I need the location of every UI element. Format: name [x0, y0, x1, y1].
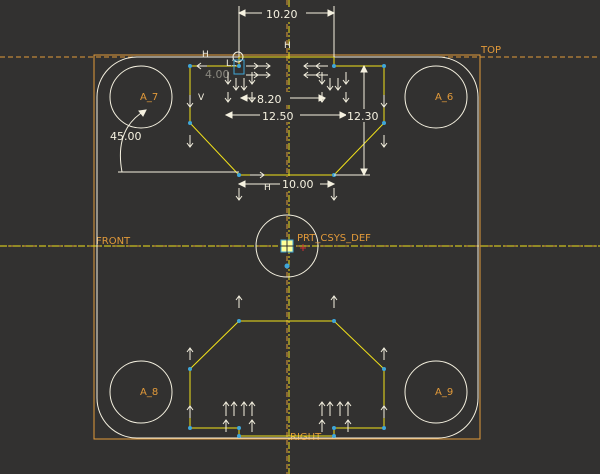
dimension-lower-width[interactable]: 12.50	[262, 110, 294, 123]
dimension-labels: 10.20 8.20 12.50 12.30 10.00 45.00 4.00	[110, 7, 382, 191]
vertex[interactable]	[188, 64, 192, 68]
constraint-symbols: H H L1 V H	[198, 41, 291, 193]
vertex[interactable]	[382, 367, 386, 371]
csys-origin-point[interactable]	[284, 263, 290, 269]
dimension-inner-width[interactable]: 8.20	[257, 93, 282, 106]
vertex[interactable]	[332, 319, 336, 323]
csys-label[interactable]: PRT_CSYS_DEF	[297, 233, 371, 244]
csys-y-indicator-icon	[300, 244, 306, 251]
hole-a6[interactable]	[404, 65, 468, 129]
vertex[interactable]	[237, 64, 241, 68]
hole-a8[interactable]	[109, 360, 173, 424]
hole-label-a6[interactable]: A_6	[435, 92, 453, 103]
csys: PRT_CSYS_DEF	[278, 233, 371, 269]
hole-a9[interactable]	[404, 360, 468, 424]
dimension-bottom-width[interactable]: 10.00	[282, 178, 314, 191]
vertex[interactable]	[237, 173, 241, 177]
hole-a7[interactable]	[109, 65, 173, 129]
holes: A_7 A_6 A_8 A_9	[109, 65, 468, 424]
hole-label-a9[interactable]: A_9	[435, 387, 453, 398]
dimension-angle[interactable]: 45.00	[110, 130, 142, 143]
center-circle[interactable]	[255, 214, 319, 278]
constraint-h-center[interactable]: H	[284, 41, 291, 51]
hole-label-a8[interactable]: A_8	[140, 387, 158, 398]
vertex[interactable]	[188, 121, 192, 125]
vertex[interactable]	[382, 426, 386, 430]
datum-label-top[interactable]: TOP	[480, 45, 501, 56]
vertex[interactable]	[332, 426, 336, 430]
vertex[interactable]	[332, 64, 336, 68]
vertex[interactable]	[188, 367, 192, 371]
hole-label-a7[interactable]: A_7	[140, 92, 158, 103]
vertex[interactable]	[237, 319, 241, 323]
constraint-marker-icon[interactable]	[233, 59, 245, 75]
constraint-l1[interactable]: L1	[226, 59, 237, 69]
vertex[interactable]	[382, 121, 386, 125]
constraint-h-top[interactable]: H	[202, 50, 209, 60]
constraint-point-icon[interactable]	[232, 51, 244, 63]
vertex[interactable]	[382, 64, 386, 68]
vertex[interactable]	[332, 434, 336, 438]
dimension-top-width[interactable]: 10.20	[266, 8, 298, 21]
constraint-arrows	[186, 62, 388, 432]
vertex[interactable]	[237, 434, 241, 438]
dimension-faded[interactable]: 4.00	[205, 68, 230, 81]
vertex[interactable]	[237, 426, 241, 430]
part-boundary[interactable]	[93, 54, 481, 440]
vertex[interactable]	[188, 426, 192, 430]
constraint-v[interactable]: V	[198, 93, 205, 103]
datum-label-front[interactable]: FRONT	[96, 236, 131, 247]
dimension-right-height[interactable]: 12.30	[347, 110, 379, 123]
constraint-h-bottom[interactable]: H	[264, 183, 271, 193]
